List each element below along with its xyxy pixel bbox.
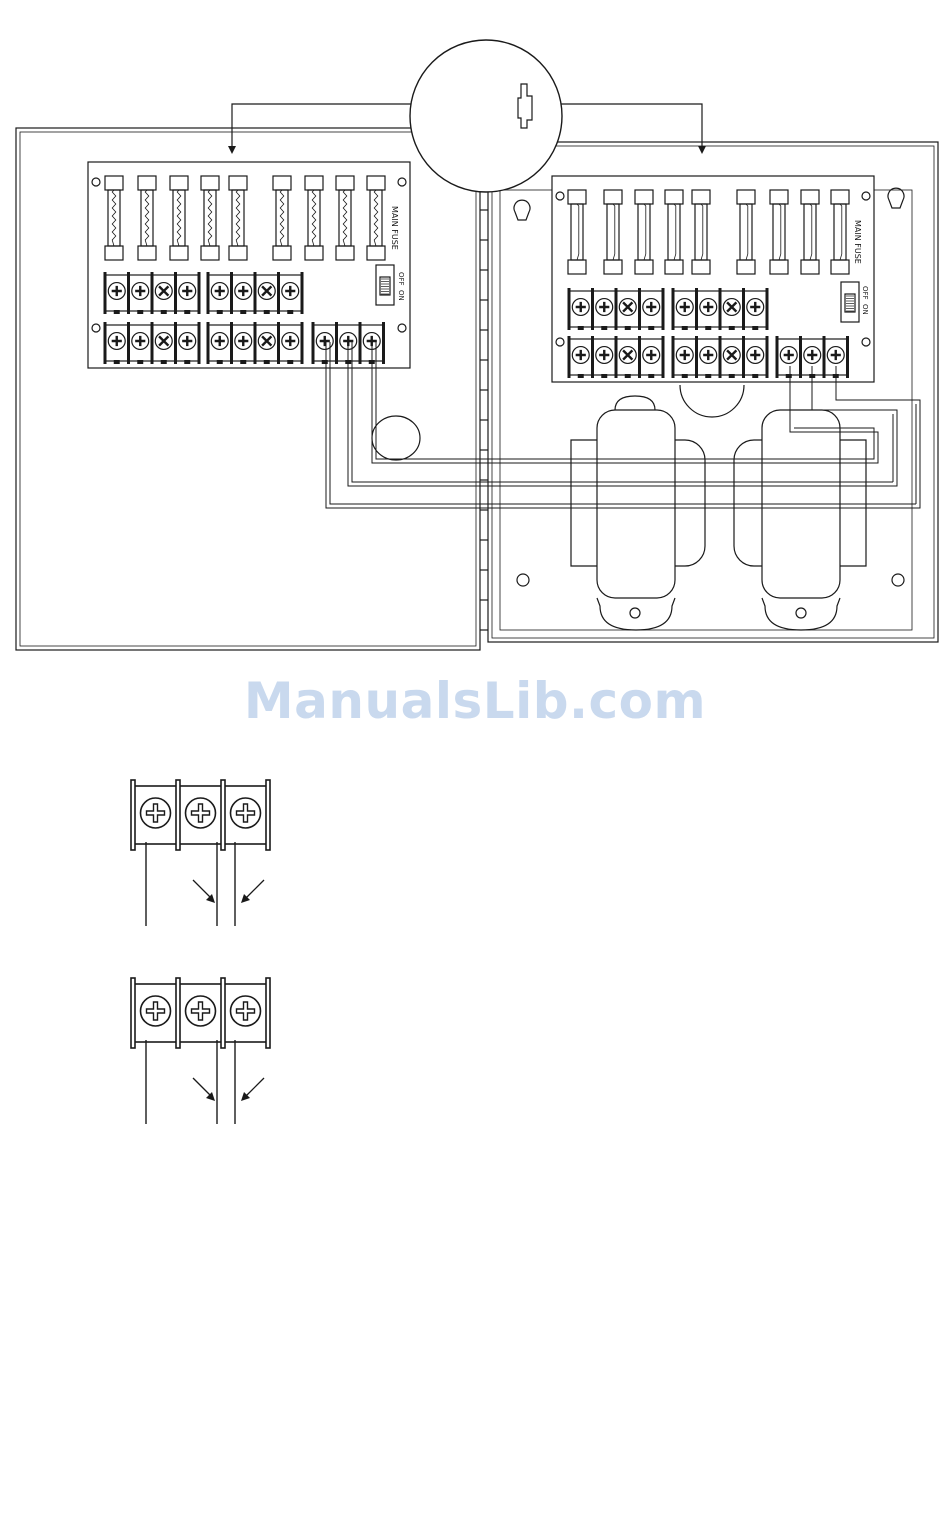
knockout-hole bbox=[372, 416, 420, 460]
detail-terminal-screw bbox=[141, 996, 171, 1026]
on-label: ON bbox=[861, 304, 869, 315]
power-board-right: MAIN FUSE ON OFF bbox=[552, 176, 874, 382]
terminal-detail-top bbox=[131, 780, 270, 926]
keyhole-left bbox=[514, 200, 530, 220]
off-label: OFF bbox=[397, 272, 405, 286]
detail-block-divider bbox=[266, 780, 270, 850]
off-label: OFF bbox=[861, 286, 869, 300]
detail-block-divider bbox=[131, 978, 135, 1048]
detail-terminal-screw bbox=[186, 798, 216, 828]
knockout-hole bbox=[680, 385, 744, 417]
main-fuse-label: MAIN FUSE bbox=[853, 220, 862, 264]
hinge-ticks bbox=[480, 180, 488, 630]
main-fuse-label: MAIN FUSE bbox=[390, 206, 399, 250]
watermark-text: ManualsLib.com bbox=[0, 672, 950, 730]
power-board-left: MAIN FUSE ON OFF bbox=[88, 162, 410, 368]
transformer-right bbox=[734, 410, 866, 630]
detail-block-divider bbox=[176, 978, 180, 1048]
detail-terminal-screw bbox=[141, 798, 171, 828]
keyhole-right bbox=[888, 188, 904, 208]
detail-block-divider bbox=[176, 780, 180, 850]
detail-terminal-screw bbox=[186, 996, 216, 1026]
detail-block-divider bbox=[266, 978, 270, 1048]
mount-hole bbox=[517, 574, 529, 586]
mount-hole bbox=[892, 574, 904, 586]
board-outline bbox=[88, 162, 410, 368]
detail-block-divider bbox=[221, 780, 225, 850]
detail-terminal-screw bbox=[231, 798, 261, 828]
detail-arrowhead bbox=[206, 1092, 215, 1101]
detail-block-divider bbox=[131, 780, 135, 850]
board-outline bbox=[552, 176, 874, 382]
detail-arrowhead bbox=[206, 894, 215, 903]
on-label: ON bbox=[397, 290, 405, 301]
transformer-left bbox=[571, 396, 705, 630]
detail-terminal-screw bbox=[231, 996, 261, 1026]
detail-block-divider bbox=[221, 978, 225, 1048]
terminal-detail-bottom bbox=[131, 978, 270, 1124]
